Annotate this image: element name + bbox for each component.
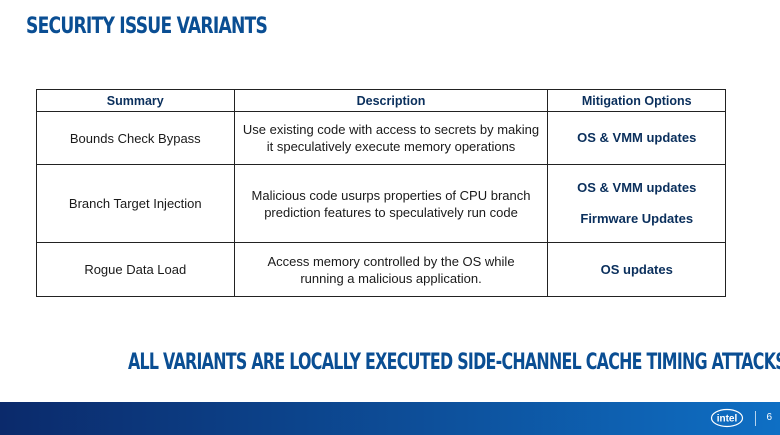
table-header-row: Summary Description Mitigation Options — [36, 89, 726, 112]
header-description: Description — [233, 89, 549, 112]
footer-divider — [755, 411, 756, 426]
page-number: 6 — [766, 412, 772, 423]
intel-logo-text: intel — [717, 414, 738, 425]
summary-cell: Branch Target Injection — [36, 164, 235, 243]
header-summary: Summary — [36, 89, 235, 112]
table-row: Bounds Check Bypass Use existing code wi… — [36, 111, 726, 165]
slide-title: SECURITY ISSUE VARIANTS — [26, 14, 268, 39]
footer-bar: intel 6 — [0, 402, 780, 435]
mitigation-item: OS & VMM updates — [577, 180, 697, 195]
description-cell: Malicious code usurps properties of CPU … — [233, 164, 549, 243]
intel-logo-icon: intel — [710, 408, 744, 428]
summary-cell: Bounds Check Bypass — [36, 111, 235, 165]
mitigation-cell: OS updates — [547, 242, 726, 297]
summary-cell: Rogue Data Load — [36, 242, 235, 297]
description-line: it speculatively execute memory operatio… — [266, 139, 516, 154]
table-row: Branch Target Injection Malicious code u… — [36, 164, 726, 243]
description-line: Use existing code with access to secrets… — [242, 122, 540, 137]
description-cell: Access memory controlled by the OS while… — [233, 242, 549, 297]
header-mitigation-options: Mitigation Options — [547, 89, 726, 112]
description-line: Access memory controlled by the OS while — [267, 253, 515, 269]
description-line: Malicious code usurps properties of CPU … — [251, 187, 531, 203]
description-line: prediction features to speculatively run… — [264, 204, 518, 220]
description-cell: Use existing code with access to secrets… — [233, 111, 549, 165]
table-row: Rogue Data Load Access memory controlled… — [36, 242, 726, 297]
mitigation-cell: OS & VMM updates — [547, 111, 726, 165]
mitigation-item: Firmware Updates — [580, 211, 694, 226]
summary-banner-text: ALL VARIANTS ARE LOCALLY EXECUTED SIDE-C… — [127, 350, 780, 375]
mitigation-item: OS updates — [600, 261, 673, 277]
description-line: running a malicious application. — [300, 270, 482, 286]
mitigation-cell: OS & VMM updates Firmware Updates — [547, 164, 726, 243]
summary-banner: ALL VARIANTS ARE LOCALLY EXECUTED SIDE-C… — [0, 350, 780, 375]
mitigation-item: OS & VMM updates — [577, 130, 697, 145]
security-variants-table: Summary Description Mitigation Options B… — [36, 89, 726, 297]
